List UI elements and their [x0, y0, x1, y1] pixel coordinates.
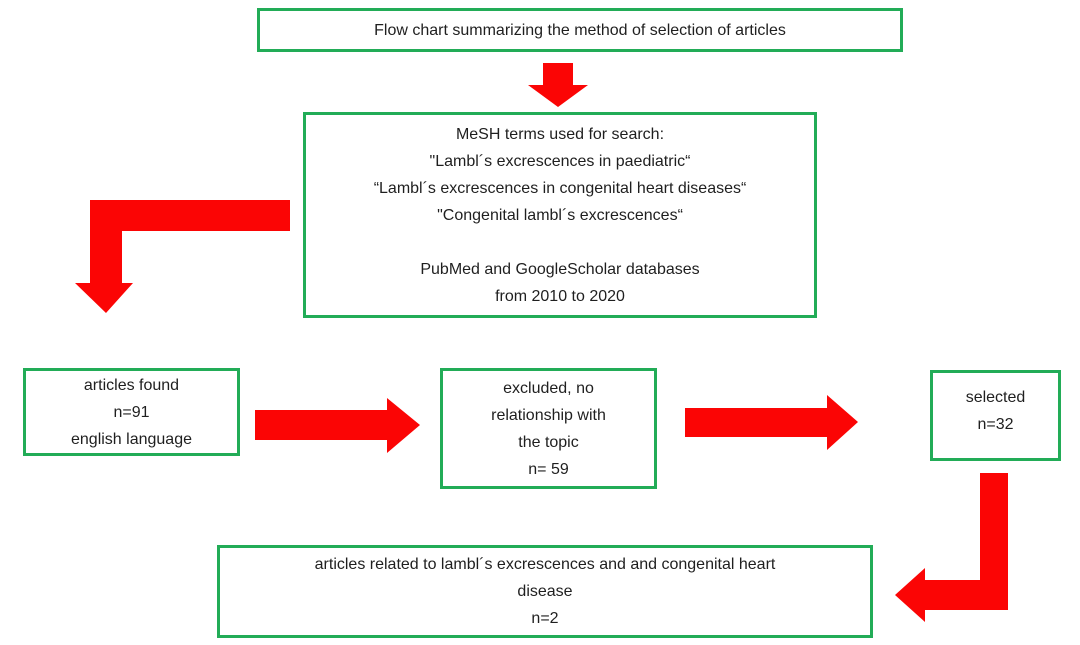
title-box: Flow chart summarizing the method of sel… [257, 8, 903, 52]
arrow-down-icon [528, 63, 588, 107]
arrow-elbow-down-left-icon [895, 473, 1008, 622]
mesh-line: PubMed and GoogleScholar databases [420, 260, 700, 278]
mesh-line: "Congenital lambl´s excrescences“ [437, 206, 683, 224]
excluded-box: excluded, no relationship with the topic… [440, 368, 657, 489]
found-count: n=91 [113, 403, 150, 421]
mesh-line-spacer [306, 229, 814, 256]
excluded-line: the topic [518, 433, 579, 451]
result-line: articles related to lambl´s excrescences… [314, 556, 776, 573]
mesh-terms-box: MeSH terms used for search: "Lambl´s exc… [303, 112, 817, 318]
arrow-right-icon [255, 398, 420, 453]
mesh-line: from 2010 to 2020 [495, 287, 625, 305]
excluded-count: n= 59 [528, 460, 569, 478]
mesh-line: MeSH terms used for search: [455, 125, 665, 143]
articles-found-box: articles found n=91 english language [23, 368, 240, 456]
arrow-right-icon [685, 395, 858, 450]
title-text: Flow chart summarizing the method of sel… [374, 21, 786, 39]
found-line: articles found [83, 376, 180, 394]
found-line: english language [71, 430, 192, 448]
mesh-line: "Lambl´s excrescences in paediatric“ [429, 152, 691, 170]
arrow-elbow-left-down-icon [75, 200, 290, 313]
mesh-line: “Lambl´s excrescences in congenital hear… [373, 179, 747, 197]
result-box: articles related to lambl´s excrescences… [217, 545, 873, 638]
selected-line: selected [965, 389, 1026, 406]
selected-box: selected n=32 [930, 370, 1061, 461]
result-line: disease [517, 583, 573, 600]
result-count: n=2 [531, 610, 559, 627]
excluded-line: excluded, no [503, 379, 594, 397]
selected-count: n=32 [977, 416, 1014, 433]
excluded-line: relationship with [491, 406, 606, 424]
